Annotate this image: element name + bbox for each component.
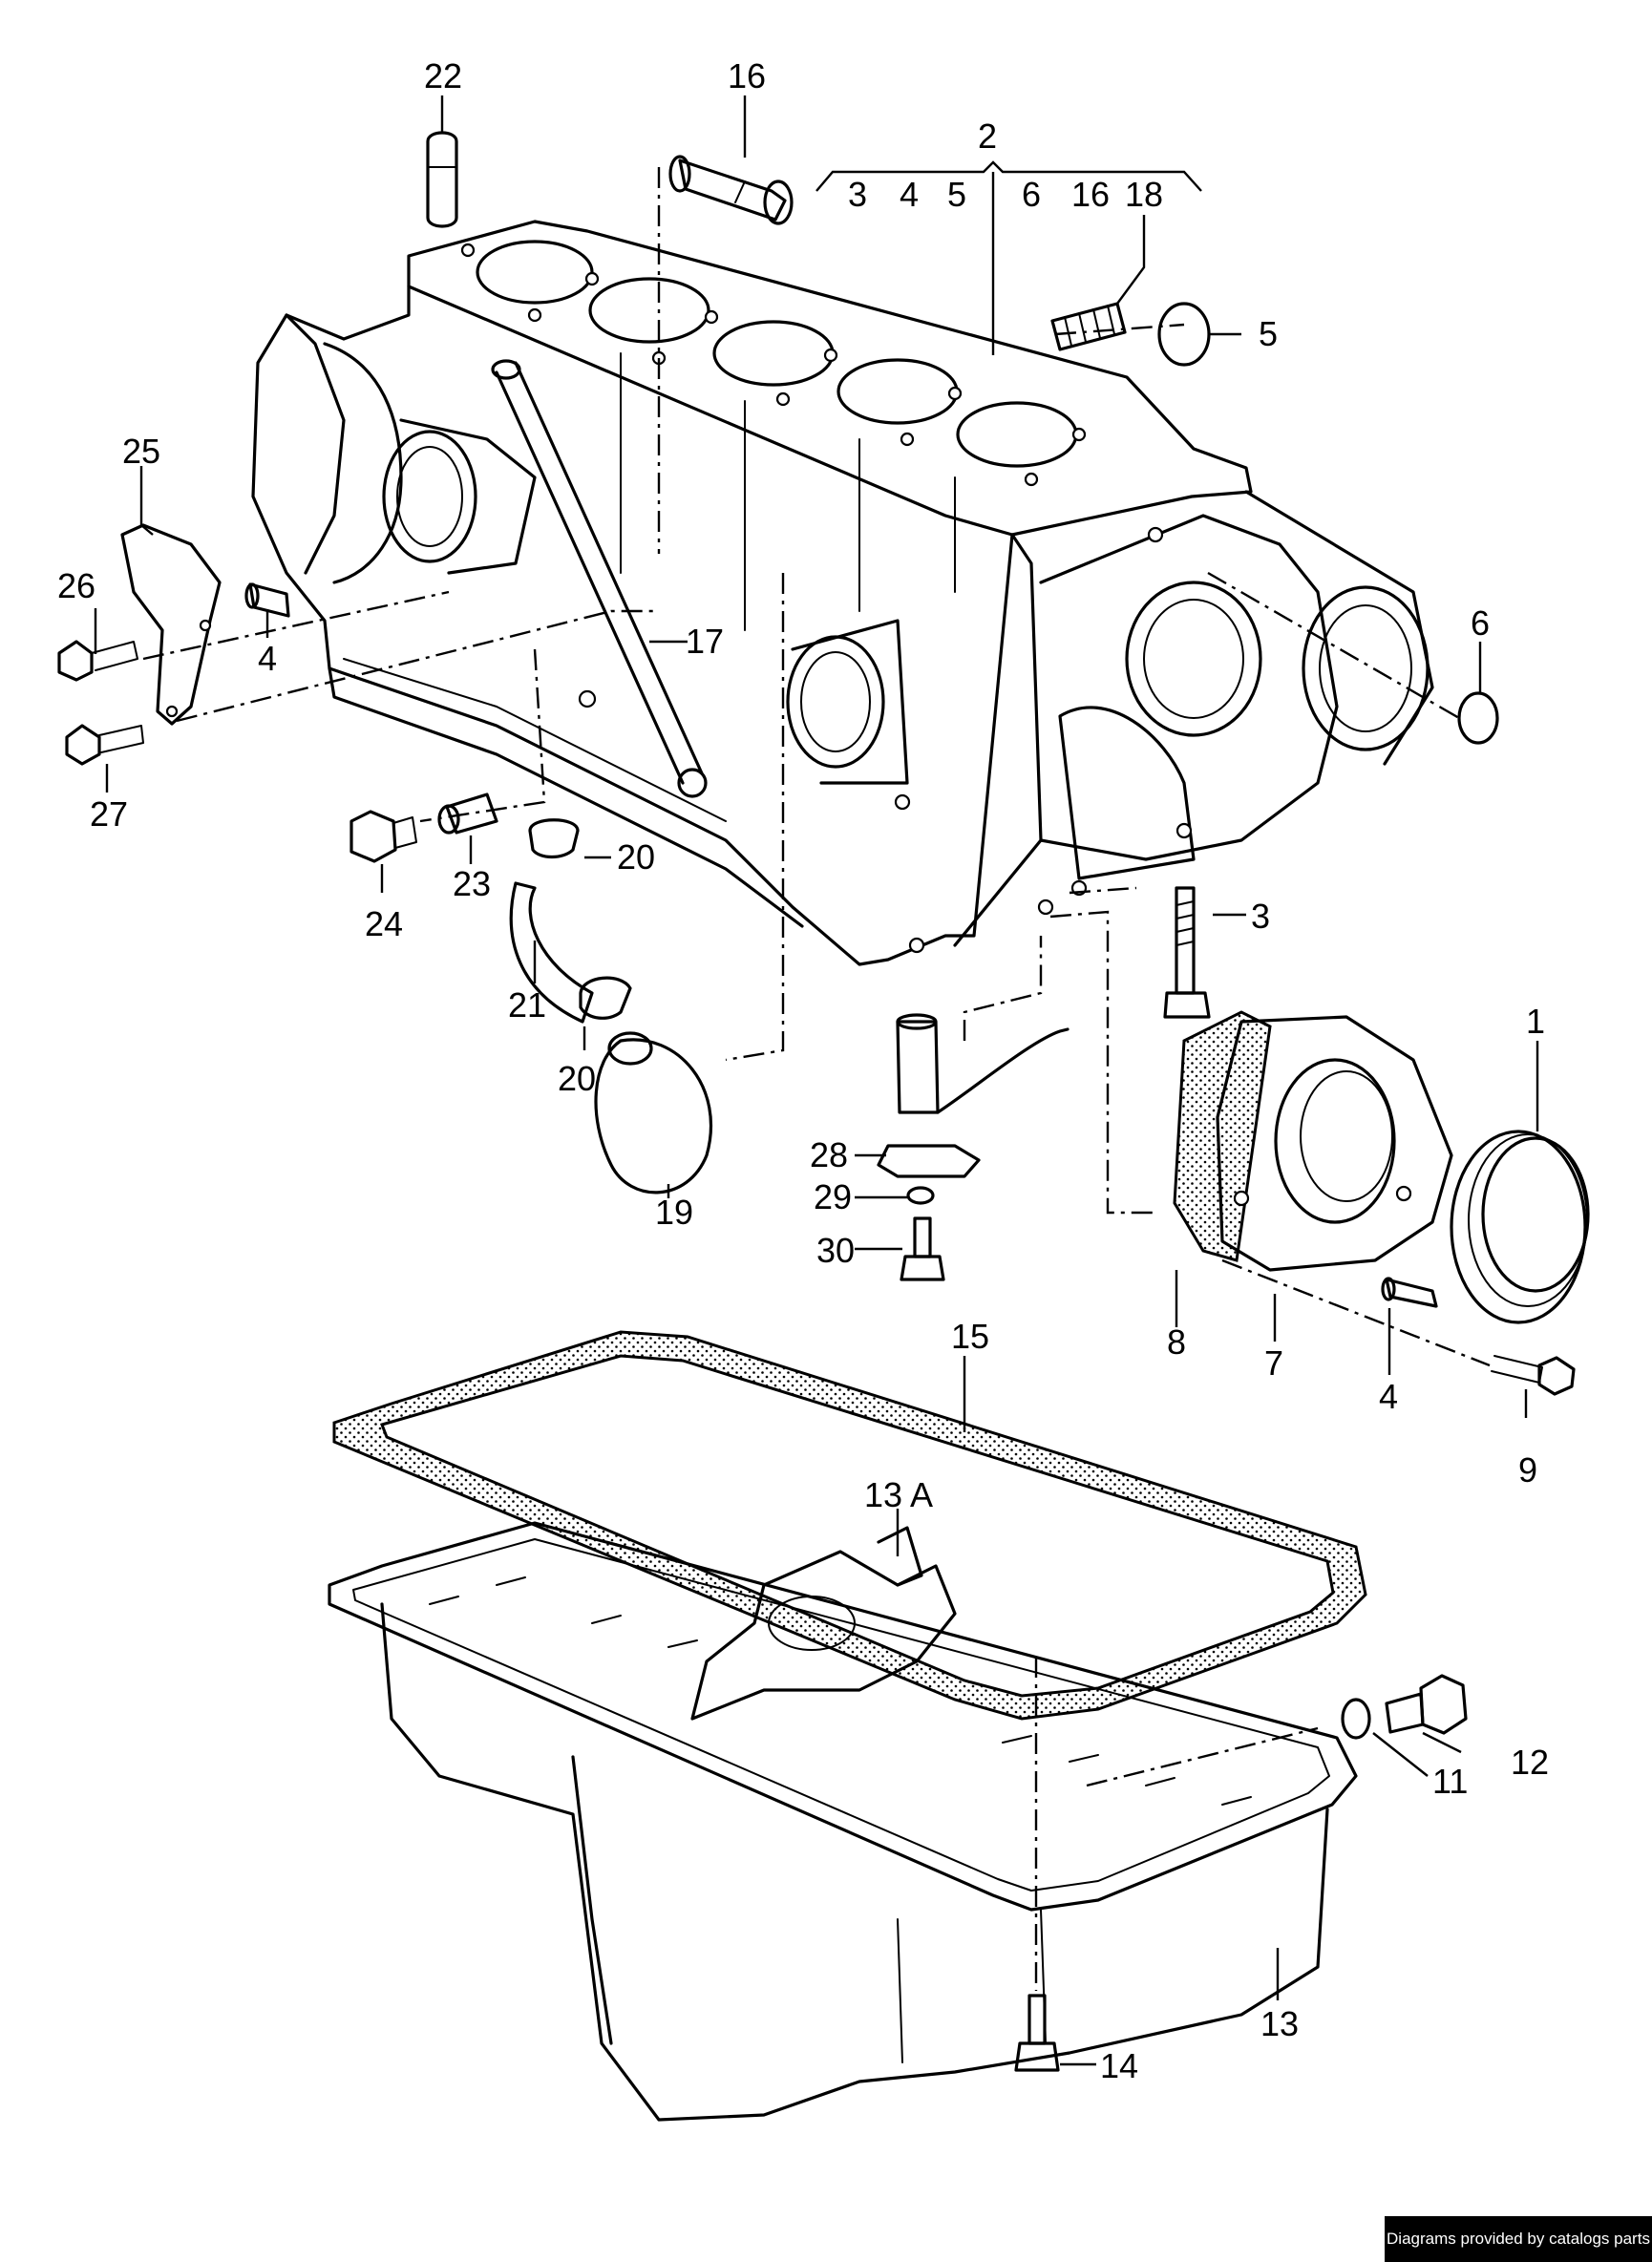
label-7: 7 (1264, 1343, 1283, 1383)
part-30-bolt (900, 1216, 945, 1281)
part-20-clamp-lower (579, 976, 632, 1020)
part-15-oilpan-gasket (332, 1330, 1367, 1721)
label-21: 21 (508, 985, 546, 1025)
label-20-upper: 20 (617, 837, 655, 877)
part-5-cap (1157, 302, 1211, 367)
label-group-16: 16 (1071, 175, 1110, 214)
part-1-seal-ring (1450, 1130, 1590, 1324)
part-4-dowel-left (244, 582, 290, 618)
engine-block (251, 220, 1434, 966)
label-group-4: 4 (900, 175, 919, 214)
label-24: 24 (365, 904, 403, 943)
label-29: 29 (814, 1177, 852, 1216)
label-1: 1 (1526, 1002, 1545, 1041)
label-13: 13 (1260, 2004, 1299, 2043)
label-25: 25 (122, 432, 160, 471)
label-14: 14 (1100, 2046, 1138, 2085)
label-6: 6 (1471, 603, 1490, 643)
part-19-breather (594, 1031, 713, 1194)
part-18-spring (1050, 302, 1127, 351)
label-16: 16 (728, 56, 766, 95)
label-5: 5 (1259, 314, 1278, 353)
label-20-lower: 20 (558, 1059, 596, 1098)
part-14-bolt (1014, 1994, 1060, 2072)
label-26: 26 (57, 566, 95, 605)
label-2: 2 (978, 116, 997, 156)
part-20-clamp-upper (528, 818, 580, 859)
part-25-cover-plate (120, 523, 222, 726)
part-4-dowel-right (1381, 1277, 1438, 1308)
label-22: 22 (424, 56, 462, 95)
part-9-bolt (1491, 1355, 1576, 1396)
part-27-bolt (65, 724, 144, 766)
part-12-drain-plug (1385, 1674, 1468, 1735)
label-11: 11 (1432, 1762, 1468, 1801)
label-15: 15 (951, 1317, 989, 1356)
label-4-left: 4 (258, 639, 277, 678)
part-11-washer (1341, 1698, 1371, 1740)
part-number-labels: 22 16 2 3 4 5 6 16 18 5 25 26 4 17 6 27 … (57, 56, 1549, 2085)
label-group-18: 18 (1125, 175, 1163, 214)
label-17: 17 (686, 622, 724, 661)
part-21-hose (509, 881, 594, 1024)
label-group-6: 6 (1022, 175, 1041, 214)
label-3: 3 (1251, 897, 1270, 936)
part-26-bolt (57, 640, 138, 682)
label-28: 28 (810, 1135, 848, 1174)
label-30: 30 (816, 1231, 855, 1270)
label-27: 27 (90, 794, 128, 834)
assembly-lines (142, 167, 1491, 1991)
part-16-lifter (668, 155, 794, 225)
part-28-sensor-bracket (877, 1013, 1070, 1178)
leader-lines (94, 95, 1539, 2066)
part-24-plug (349, 810, 417, 863)
part-8-gasket (1173, 1010, 1272, 1262)
part-22-dowel (426, 131, 458, 228)
label-19: 19 (655, 1193, 693, 1232)
label-8: 8 (1167, 1322, 1186, 1362)
credit-badge: Diagrams provided by catalogs parts (1385, 2216, 1652, 2262)
part-6-plug (1457, 691, 1499, 745)
part-13-oil-pan (328, 1521, 1358, 2122)
label-group-5: 5 (947, 175, 966, 214)
label-9: 9 (1518, 1450, 1537, 1490)
label-4-right: 4 (1379, 1377, 1398, 1416)
part-7-seal-flange (1216, 1015, 1453, 1272)
label-13a: 13 A (864, 1475, 933, 1514)
dipstick-tube (491, 359, 708, 798)
label-23: 23 (453, 864, 491, 903)
part-29-washer (906, 1186, 935, 1205)
part-3-bolt (1163, 886, 1211, 1019)
label-12: 12 (1511, 1743, 1549, 1782)
label-group-3: 3 (848, 175, 867, 214)
